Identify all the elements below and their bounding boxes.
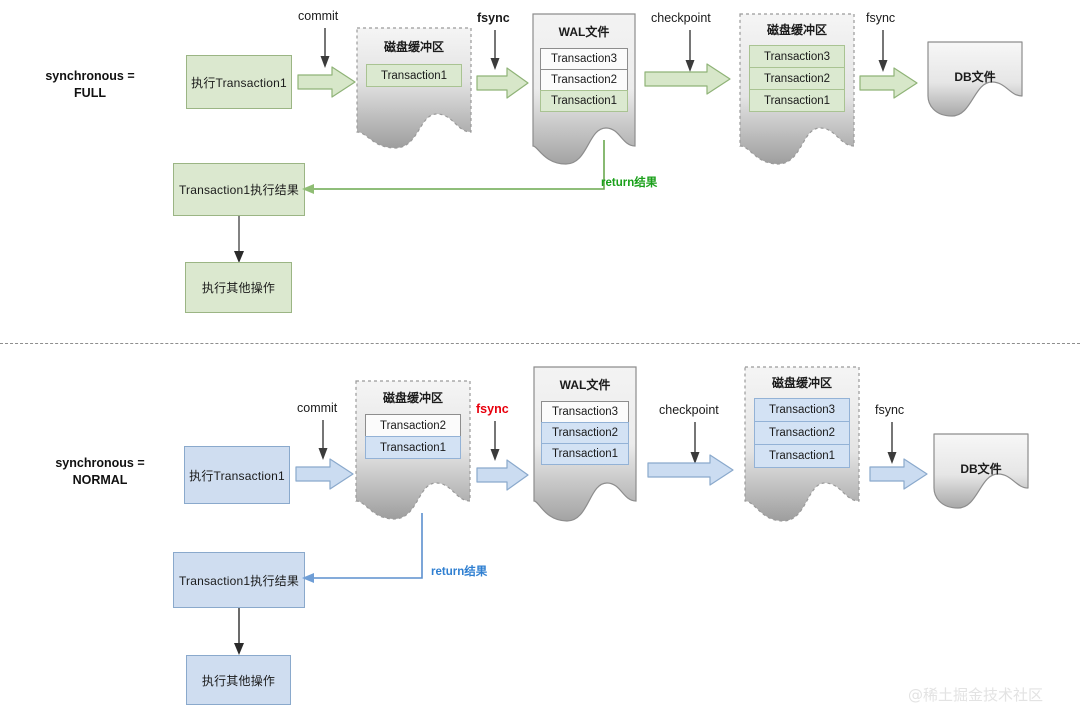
flow-arrow-2-full	[476, 67, 529, 99]
wal-file-title-normal: WAL文件	[559, 378, 611, 392]
start-box-full[interactable]: 执行Transaction1	[186, 55, 292, 109]
wal-file-normal: WAL文件 Transaction3 Transaction2 Transact…	[531, 366, 639, 523]
wal-file-full: WAL文件 Transaction3 Transaction2 Transact…	[530, 13, 638, 166]
fsync-2-arrow-full	[878, 30, 888, 72]
result-to-next-arrow-full	[234, 216, 244, 263]
commit-arrow-normal	[318, 420, 328, 460]
disk-buffer-2-normal: 磁盘缓冲区 Transaction3 Transaction2 Transact…	[744, 366, 860, 523]
wal-row[interactable]: Transaction3	[541, 401, 629, 423]
disk-buffer-2-title-full: 磁盘缓冲区	[766, 23, 827, 37]
flow-arrow-4-normal	[869, 458, 928, 490]
return-label-full: return结果	[601, 177, 658, 189]
result-box-full[interactable]: Transaction1执行结果	[173, 163, 305, 216]
fsync-1-arrow-normal	[490, 421, 500, 461]
disk-buffer-row[interactable]: Transaction2	[749, 67, 845, 90]
disk-buffer-1-title-normal: 磁盘缓冲区	[382, 391, 443, 405]
next-box-full[interactable]: 执行其他操作	[185, 262, 292, 313]
wal-file-title-full: WAL文件	[558, 25, 610, 39]
result-to-next-arrow-normal	[234, 608, 244, 655]
commit-arrow-full	[320, 28, 330, 68]
op-label-commit-normal: commit	[297, 401, 338, 415]
flow-arrow-2-normal	[476, 459, 529, 491]
disk-buffer-row[interactable]: Transaction3	[754, 398, 850, 422]
checkpoint-arrow-normal	[690, 422, 700, 464]
section-full: synchronous = FULL 执行Transaction1 commit	[0, 0, 1080, 343]
section-divider	[0, 343, 1080, 344]
return-arrow-normal	[302, 513, 423, 583]
flow-arrow-1-normal	[295, 458, 354, 490]
op-label-fsync-2-full: fsync	[866, 11, 896, 25]
op-label-fsync-2-normal: fsync	[875, 403, 905, 417]
op-label-checkpoint-normal: checkpoint	[659, 403, 719, 417]
start-box-normal[interactable]: 执行Transaction1	[184, 446, 290, 504]
return-arrow-full	[302, 140, 605, 194]
disk-buffer-row[interactable]: Transaction1	[749, 89, 845, 112]
result-box-normal[interactable]: Transaction1执行结果	[173, 552, 305, 608]
fsync-1-arrow-full	[490, 30, 500, 70]
op-label-fsync-1-full: fsync	[477, 11, 510, 25]
op-label-commit-full: commit	[298, 9, 339, 23]
next-box-normal[interactable]: 执行其他操作	[186, 655, 291, 705]
db-file-title-normal: DB文件	[960, 462, 1002, 476]
mode-label-full: synchronous = FULL	[45, 69, 135, 100]
db-file-title-full: DB文件	[954, 70, 996, 84]
section-normal: synchronous = NORMAL 执行Transaction1 comm…	[0, 343, 1080, 710]
wal-row[interactable]: Transaction1	[541, 443, 629, 465]
db-file-normal: DB文件	[928, 433, 1034, 512]
flow-arrow-3-normal	[647, 454, 734, 486]
disk-buffer-2-title-normal: 磁盘缓冲区	[771, 376, 832, 390]
disk-buffer-1-normal: 磁盘缓冲区 Transaction2 Transaction1	[355, 380, 471, 521]
wal-row[interactable]: Transaction3	[540, 48, 628, 70]
flow-arrow-3-full	[644, 63, 731, 95]
disk-buffer-row[interactable]: Transaction1	[754, 444, 850, 468]
disk-buffer-1-title-full: 磁盘缓冲区	[383, 40, 444, 54]
flow-arrow-4-full	[859, 67, 918, 99]
mode-label-normal: synchronous = NORMAL	[55, 456, 145, 487]
disk-buffer-1-full: 磁盘缓冲区 Transaction1	[356, 27, 472, 150]
disk-buffer-row[interactable]: Transaction1	[365, 436, 461, 459]
disk-buffer-row[interactable]: Transaction1	[366, 64, 462, 87]
disk-buffer-row[interactable]: Transaction2	[365, 414, 461, 437]
return-label-normal: return结果	[431, 566, 488, 578]
disk-buffer-2-full: 磁盘缓冲区 Transaction3 Transaction2 Transact…	[739, 13, 855, 166]
wal-row[interactable]: Transaction1	[540, 90, 628, 112]
fsync-2-arrow-normal	[887, 422, 897, 464]
op-label-checkpoint-full: checkpoint	[651, 11, 711, 25]
flow-arrow-1-full	[297, 66, 356, 98]
db-file-full: DB文件	[922, 41, 1028, 120]
disk-buffer-row[interactable]: Transaction3	[749, 45, 845, 68]
disk-buffer-row[interactable]: Transaction2	[754, 421, 850, 445]
op-label-fsync-1-normal: fsync	[476, 402, 509, 416]
wal-row[interactable]: Transaction2	[541, 422, 629, 444]
watermark: @稀土掘金技术社区	[908, 686, 1044, 704]
checkpoint-arrow-full	[685, 30, 695, 72]
wal-row[interactable]: Transaction2	[540, 69, 628, 91]
